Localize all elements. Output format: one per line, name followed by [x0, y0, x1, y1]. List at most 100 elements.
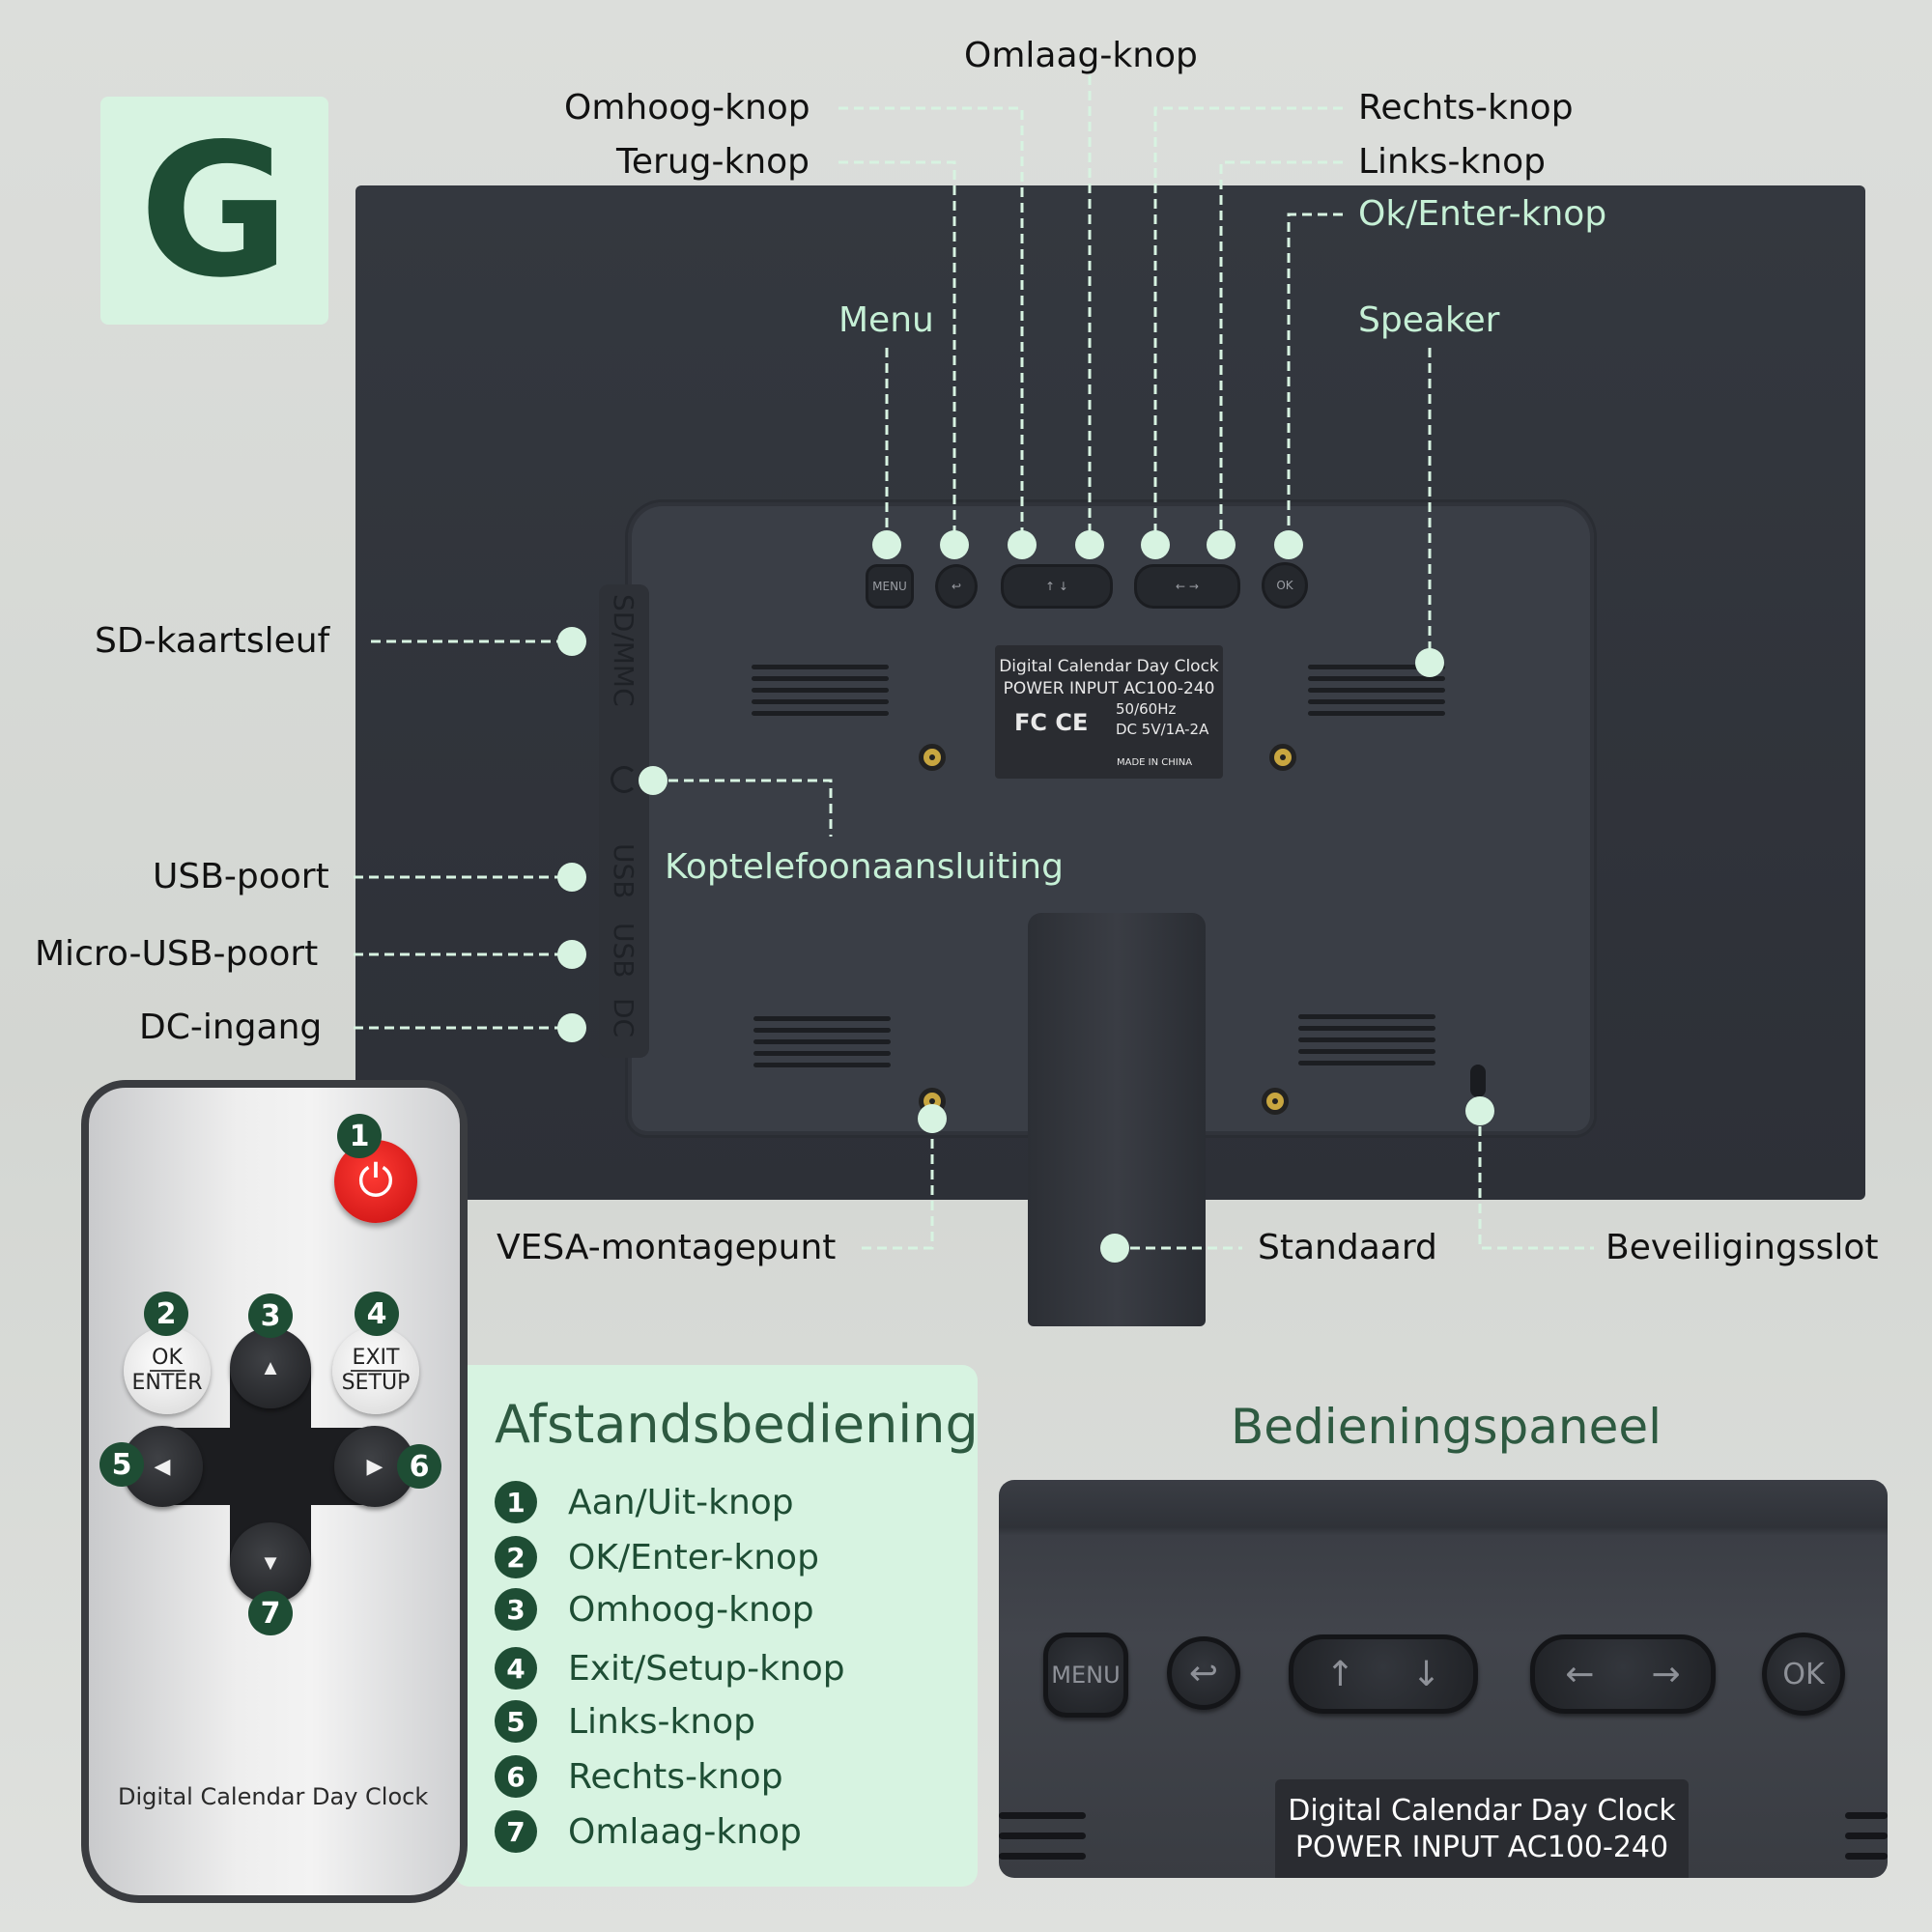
callout-ok-enter-button: Ok/Enter-knop	[1358, 194, 1607, 234]
remote-badge-1: 1	[337, 1114, 382, 1158]
callout-dc-input: DC-ingang	[139, 1008, 323, 1047]
callout-dot-micro-usb	[557, 940, 586, 969]
callout-dot-lock	[1465, 1096, 1494, 1125]
left-right-arrows-icon: ← →	[1176, 580, 1199, 593]
remote-badge-2: 2	[144, 1292, 188, 1336]
callout-dot-down	[1075, 530, 1104, 559]
legend-number: 1	[495, 1481, 537, 1523]
left-right-arrows-icon: ← →	[1565, 1654, 1681, 1694]
legend-item: 7 Omlaag-knop	[495, 1807, 802, 1856]
legend-item: 5 Links-knop	[495, 1697, 755, 1746]
callout-menu: Menu	[838, 300, 934, 340]
rating-label-title: Digital Calendar Day Clock	[999, 657, 1219, 676]
rating-label: Digital Calendar Day Clock POWER INPUT A…	[995, 645, 1223, 779]
setup-label: SETUP	[341, 1371, 411, 1395]
remote-badge-5: 5	[99, 1442, 144, 1487]
exit-label: EXIT	[350, 1346, 402, 1372]
remote-ok-enter-button: OK ENTER	[124, 1327, 211, 1414]
power-icon: ⏻	[357, 1155, 394, 1206]
callout-dot-right	[1141, 530, 1170, 559]
device-up-down-rocker: ↑ ↓	[1001, 564, 1113, 609]
legend-label: Omhoog-knop	[568, 1589, 814, 1630]
arrow-up-icon: ▲	[260, 1355, 281, 1379]
legend-item: 1 Aan/Uit-knop	[495, 1478, 794, 1526]
closeup-rating-label: Digital Calendar Day Clock POWER INPUT A…	[1275, 1779, 1689, 1878]
legend-label: Exit/Setup-knop	[568, 1648, 845, 1689]
back-arrow-icon: ↩	[1188, 1653, 1219, 1693]
legend-number: 5	[495, 1700, 537, 1743]
control-panel-title: Bedieningspaneel	[1231, 1399, 1662, 1455]
callout-vesa-mount: VESA-montagepunt	[497, 1228, 837, 1267]
ok-label: OK	[150, 1346, 185, 1372]
side-port-strip: SD/MMC USB USB DC	[599, 584, 649, 1058]
legend-number: 6	[495, 1755, 537, 1798]
arrow-down-icon: ▼	[260, 1550, 281, 1575]
legend-label: Omlaag-knop	[568, 1811, 802, 1852]
callout-headphone-jack: Koptelefoonaansluiting	[665, 847, 1064, 887]
callout-dot-usb	[557, 863, 586, 892]
up-down-arrows-icon: ↑ ↓	[1045, 580, 1068, 593]
vesa-screw-hole	[1262, 1088, 1289, 1115]
speaker-vent-top-left	[752, 665, 889, 723]
closeup-vent-left	[999, 1812, 1086, 1873]
legend-number: 3	[495, 1588, 537, 1631]
brand-logo: G	[100, 97, 328, 325]
vesa-screw-hole	[1269, 744, 1296, 771]
vesa-screw-hole	[919, 744, 946, 771]
remote-down-button: ▼	[230, 1522, 311, 1604]
callout-down-button: Omlaag-knop	[964, 36, 1198, 75]
legend-item: 2 OK/Enter-knop	[495, 1533, 819, 1581]
closeup-menu-button: MENU	[1043, 1633, 1128, 1718]
callout-left-button: Links-knop	[1358, 142, 1547, 182]
callout-dot-vesa	[918, 1104, 947, 1133]
callout-dot-up	[1008, 530, 1037, 559]
callout-dot-ok	[1274, 530, 1303, 559]
enter-label: ENTER	[131, 1371, 203, 1395]
certification-marks: FC CE	[1014, 709, 1089, 736]
legend-number: 7	[495, 1810, 537, 1853]
remote-up-button: ▲	[230, 1327, 311, 1408]
callout-dot-menu	[872, 530, 901, 559]
legend-item: 6 Rechts-knop	[495, 1752, 783, 1801]
back-arrow-icon: ↩	[951, 580, 962, 593]
legend-label: OK/Enter-knop	[568, 1537, 819, 1577]
rating-label-origin: MADE IN CHINA	[1117, 757, 1193, 768]
closeup-up-down-rocker: ↑ ↓	[1289, 1634, 1478, 1714]
speaker-vent-top-right	[1308, 665, 1445, 723]
callout-back-button: Terug-knop	[616, 142, 810, 182]
closeup-label-power: POWER INPUT AC100-240	[1294, 1831, 1669, 1864]
device-menu-button: MENU	[866, 564, 914, 609]
device-left-right-rocker: ← →	[1134, 564, 1240, 609]
rating-label-hz: 50/60Hz	[1116, 700, 1177, 718]
vent-bottom-right	[1298, 1014, 1435, 1072]
closeup-label-title: Digital Calendar Day Clock	[1288, 1794, 1676, 1828]
callout-usb-port: USB-poort	[153, 857, 329, 896]
closeup-left-right-rocker: ← →	[1530, 1634, 1716, 1714]
callout-stand: Standaard	[1258, 1228, 1437, 1267]
closeup-back-button: ↩	[1167, 1636, 1240, 1710]
security-lock-slot	[1470, 1065, 1486, 1097]
callout-dot-left	[1207, 530, 1236, 559]
remote-power-button: ⏻	[334, 1140, 417, 1223]
closeup-vent-right	[1845, 1812, 1888, 1873]
legend-label: Aan/Uit-knop	[568, 1482, 794, 1522]
arrow-left-icon: ◀	[154, 1454, 171, 1478]
rating-label-dc: DC 5V/1A-2A	[1116, 721, 1209, 738]
closeup-ok-button: OK	[1762, 1633, 1845, 1716]
device-back-button: ↩	[935, 564, 978, 609]
legend-number: 2	[495, 1536, 537, 1578]
callout-dot-back	[940, 530, 969, 559]
up-down-arrows-icon: ↑ ↓	[1325, 1654, 1441, 1694]
callout-micro-usb-port: Micro-USB-poort	[35, 934, 319, 974]
arrow-right-icon: ▶	[366, 1454, 384, 1478]
callout-security-lock: Beveiligingsslot	[1605, 1228, 1879, 1267]
callout-up-button: Omhoog-knop	[564, 88, 810, 128]
callout-dot-headphone	[639, 766, 668, 795]
rating-label-specs: 50/60Hz DC 5V/1A-2A	[1116, 699, 1208, 740]
legend-label: Rechts-knop	[568, 1756, 783, 1797]
legend-item: 3 Omhoog-knop	[495, 1585, 814, 1634]
remote-badge-7: 7	[248, 1591, 293, 1635]
legend-title: Afstandsbediening	[495, 1394, 979, 1455]
callout-sd-slot: SD-kaartsleuf	[95, 621, 330, 661]
remote-badge-3: 3	[248, 1293, 293, 1338]
